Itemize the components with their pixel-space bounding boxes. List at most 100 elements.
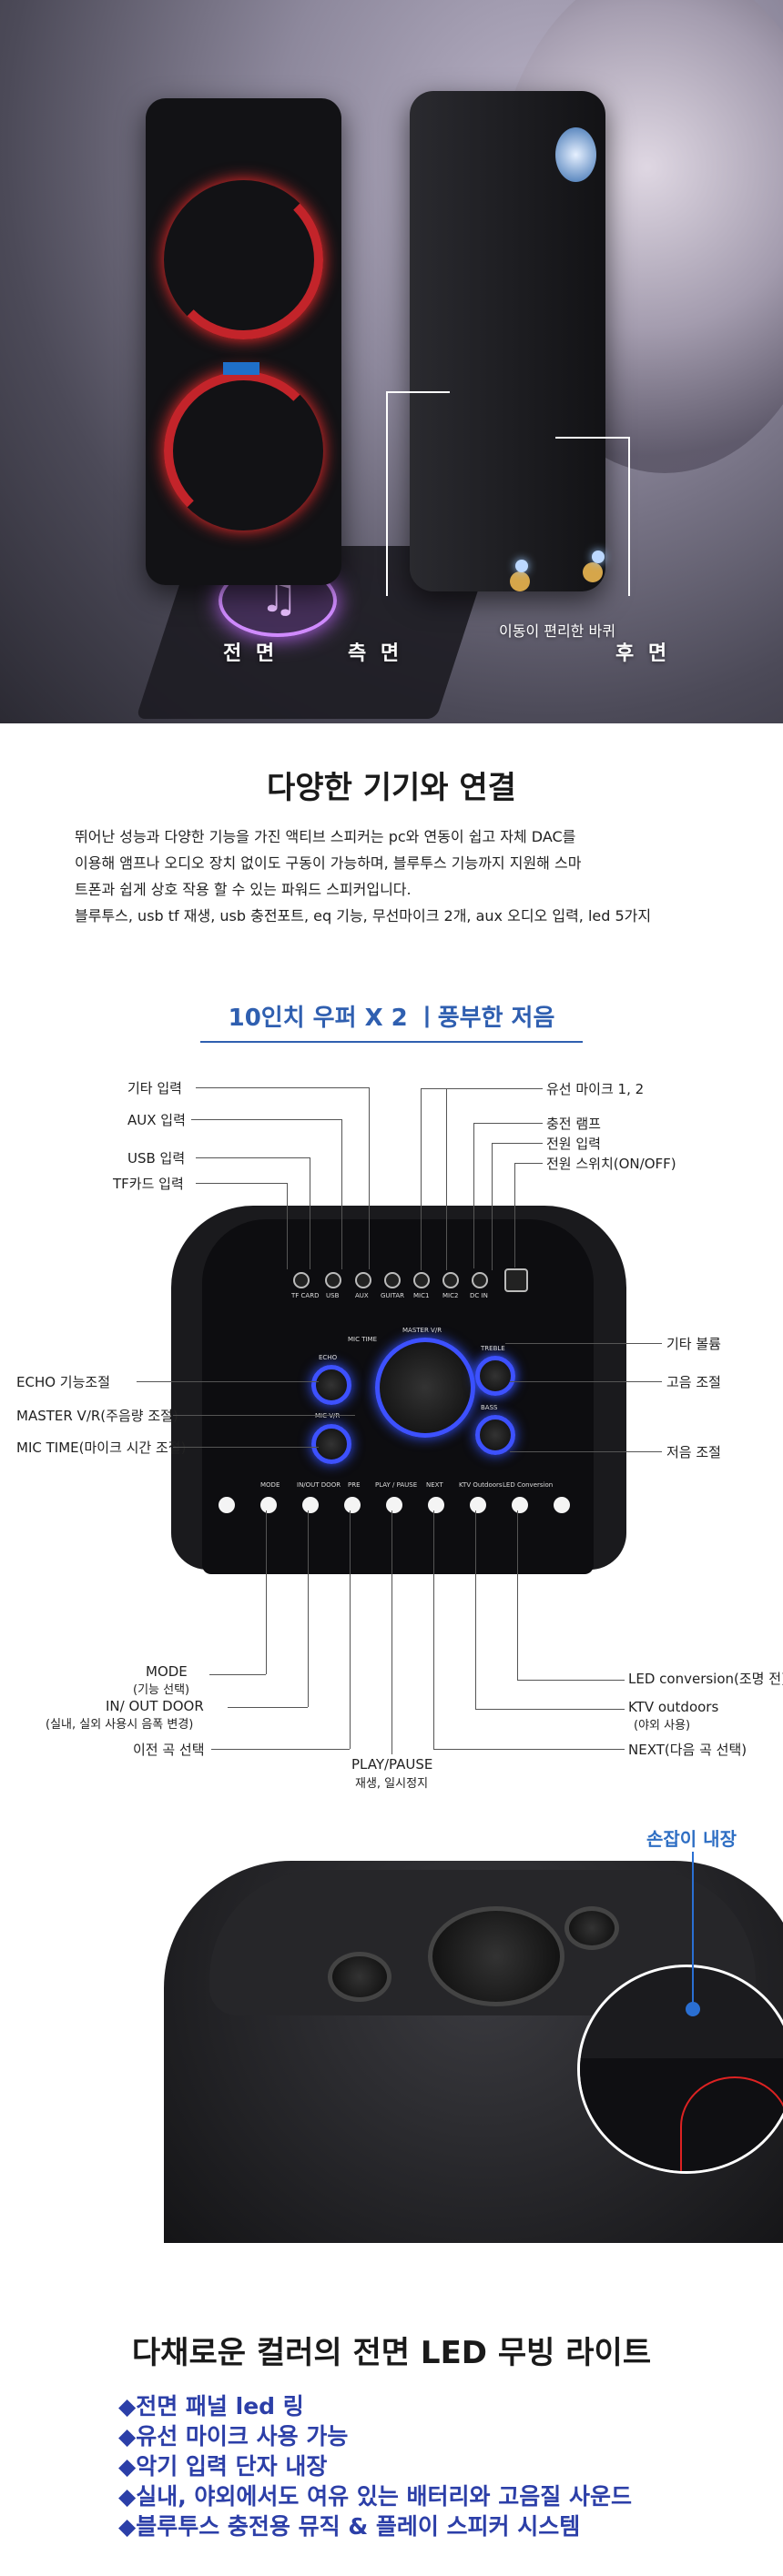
power-switch [504, 1268, 528, 1292]
label-guitar-input: 기타 입력 [127, 1080, 182, 1096]
label-prev: 이전 곡 선택 [133, 1742, 205, 1758]
label-mode-2: (기능 선택) [133, 1683, 190, 1697]
label-ktv-1: KTV outdoors [628, 1699, 719, 1715]
feature-item: ◆유선 마이크 사용 가능 [118, 2423, 349, 2450]
panel-tf-label: TF CARD [291, 1292, 320, 1299]
leader-guitar-h [196, 1087, 369, 1088]
usb-port [325, 1272, 341, 1288]
leader-aux-v [341, 1119, 342, 1269]
leader-power-in-h [492, 1143, 543, 1144]
label-inout-1: IN/ OUT DOOR [106, 1698, 204, 1714]
next-button [428, 1497, 444, 1513]
panel-inout-label: IN/OUT DOOR [297, 1481, 341, 1489]
led-title: 다채로운 컬러의 전면 LED 무빙 라이트 [131, 2335, 652, 2371]
panel-master-label: MASTER V/R [402, 1327, 442, 1334]
leader-inout-v [308, 1510, 309, 1707]
back-callout-line [628, 437, 630, 596]
label-play-1: PLAY/PAUSE [351, 1756, 433, 1773]
panel-ktv-label: KTV Outdoors [459, 1481, 503, 1489]
tf-port [293, 1272, 310, 1288]
leader-guitar-v [369, 1087, 370, 1269]
panel-mode-label: MODE [260, 1481, 280, 1489]
label-guitar-volume: 기타 볼륨 [666, 1336, 721, 1352]
leader-mic1-v [421, 1088, 422, 1270]
leader-tf-h [196, 1183, 287, 1184]
speaker-sticker [555, 127, 596, 182]
led-ring-upper [164, 180, 323, 339]
leader-master [173, 1415, 355, 1416]
connect-line-4: 블루투스, usb tf 재생, usb 충전포트, eq 기능, 무선마이크 … [75, 907, 652, 924]
label-play-2: 재생, 일시정지 [355, 1777, 429, 1791]
leader-usb-h [196, 1157, 310, 1158]
treble-knob [475, 1356, 515, 1396]
panel-mic-time-label: MIC TIME [348, 1336, 378, 1343]
panel-bass-label: BASS [481, 1404, 498, 1411]
wheel-dot-left [515, 560, 528, 572]
leader-mic-h [421, 1088, 543, 1089]
leader-inout-h [228, 1707, 308, 1708]
panel-next-label: NEXT [426, 1481, 443, 1489]
wheel-right [583, 562, 603, 582]
handle-callout-line [692, 1852, 694, 2006]
feature-item: ◆블루투스 충전용 뮤직 & 플레이 스피커 시스템 [118, 2513, 581, 2540]
label-charge-lamp: 충전 램프 [546, 1116, 601, 1132]
mic1-port [413, 1272, 430, 1288]
connect-title: 다양한 기기와 연결 [267, 770, 516, 806]
panel-mic-vr-label: MIC V/R [315, 1412, 341, 1419]
hero-product-photo: ♫ 전 면 측 면 이동이 편리한 바퀴 후 면 [0, 0, 783, 723]
label-tf-input: TF카드 입력 [113, 1176, 184, 1192]
label-usb-input: USB 입력 [127, 1150, 186, 1167]
inout-button [302, 1497, 319, 1513]
leader-guitar-volume [505, 1343, 662, 1344]
panel-mic2-label: MIC2 [442, 1292, 459, 1299]
back-label: 후 면 [615, 642, 671, 665]
label-mic-input: 유선 마이크 1, 2 [546, 1081, 645, 1097]
prev-button [344, 1497, 361, 1513]
mode-button [260, 1497, 277, 1513]
front-label: 전 면 [223, 642, 279, 665]
handle-knob-master [428, 1906, 564, 2006]
wheel-left [510, 571, 530, 591]
leader-next-h [433, 1749, 625, 1750]
leader-echo [137, 1381, 319, 1382]
handle-zoom-circle [577, 1965, 783, 2174]
label-ktv-2: (야외 사용) [634, 1719, 691, 1732]
leader-led-h [517, 1680, 625, 1681]
mic-time-knob [311, 1424, 351, 1464]
echo-knob [311, 1365, 351, 1405]
label-bass: 저음 조절 [666, 1444, 721, 1460]
label-mode-1: MODE [146, 1663, 188, 1680]
label-led-conv: LED conversion(조명 전) [628, 1671, 783, 1687]
woofer-title: 10인치 우퍼 X 2 ㅣ풍부한 저음 [228, 1005, 555, 1032]
leader-mode-h [209, 1674, 266, 1675]
leader-ktv-v [475, 1510, 476, 1709]
feature-item: ◆악기 입력 단자 내장 [118, 2453, 328, 2480]
mic2-port [442, 1272, 459, 1288]
leader-treble [510, 1381, 662, 1382]
ktv-button [470, 1497, 486, 1513]
leader-ktv-h [475, 1709, 625, 1710]
panel-guitar-label: GUITAR [381, 1292, 404, 1299]
handle-knob-left [328, 1952, 392, 2002]
feature-item: ◆실내, 야외에서도 여유 있는 배터리와 고음질 사운드 [118, 2483, 632, 2510]
dc-port [472, 1272, 488, 1288]
panel-treble-label: TREBLE [481, 1345, 505, 1352]
label-aux-input: AUX 입력 [127, 1112, 186, 1128]
leader-charge-h [473, 1123, 543, 1124]
label-power-input: 전원 입력 [546, 1136, 601, 1152]
label-treble: 고음 조절 [666, 1374, 721, 1390]
side-callout-line [386, 391, 388, 596]
connect-line-3: 트폰과 쉽게 상호 작용 할 수 있는 파워드 스피커입니다. [75, 881, 412, 898]
handle-knob-right [564, 1906, 619, 1950]
connect-line-1: 뛰어난 성능과 다양한 기능을 가진 액티브 스피커는 pc와 연동이 쉽고 자… [75, 828, 576, 845]
feature-item: ◆전면 패널 led 링 [118, 2393, 304, 2419]
leader-bass [510, 1451, 662, 1452]
leader-mic2-v [446, 1088, 447, 1270]
connect-line-2: 이용해 앰프나 오디오 장치 없이도 구동이 가능하며, 블루투스 기능까지 지… [75, 854, 582, 872]
panel-usb-label: USB [326, 1292, 340, 1299]
panel-echo-label: ECHO [319, 1354, 338, 1361]
play-button [386, 1497, 402, 1513]
guitar-port [384, 1272, 401, 1288]
button-row-right-end [554, 1497, 570, 1513]
button-row-left-end [219, 1497, 235, 1513]
